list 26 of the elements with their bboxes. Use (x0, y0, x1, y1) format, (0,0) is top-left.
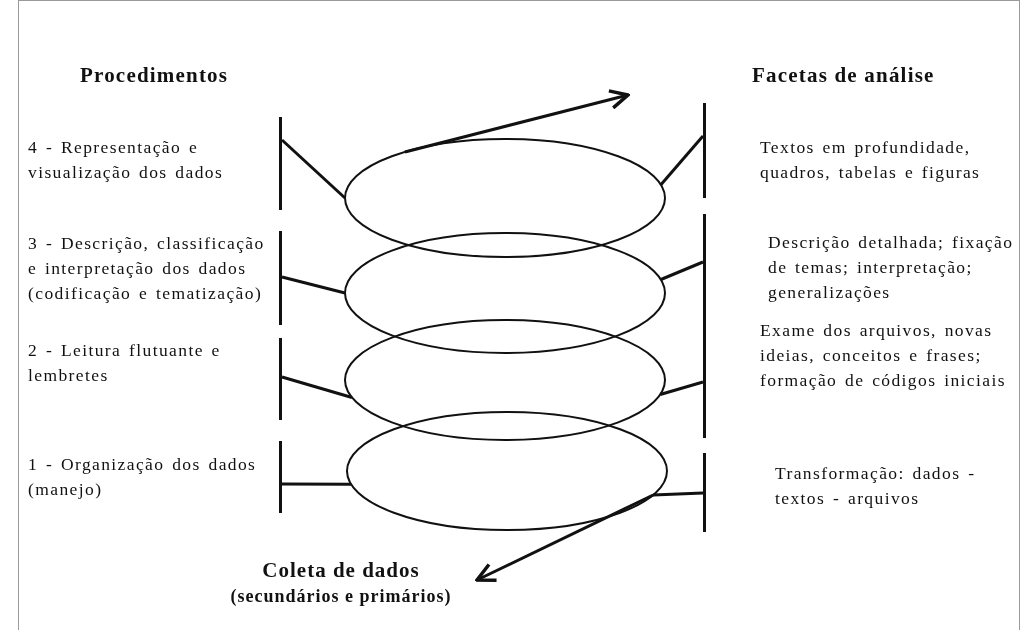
facet-bracket-text: Descrição detalhada; fixação de temas; interpretação; generalizações (703, 214, 1018, 318)
connector-line (659, 380, 704, 396)
arrow (475, 493, 654, 583)
connector-line (281, 138, 346, 200)
ellipse (344, 232, 666, 354)
column-heading: Facetas de análise (752, 62, 935, 88)
ellipse (344, 319, 666, 441)
connector-line (653, 491, 704, 497)
source-text: (secundários e primários) (230, 585, 452, 608)
connector-line (659, 135, 705, 186)
ellipse (344, 138, 666, 258)
procedure-bracket-text: 4 - Representação e visualização dos dados (28, 117, 282, 210)
facet-bracket-text: Transformação: dados - textos - arquivos (703, 453, 985, 532)
arrow (404, 89, 630, 154)
ellipse (346, 411, 668, 531)
source-text: Coleta de dados (262, 557, 420, 583)
connector-line (281, 275, 346, 295)
procedure-bracket-text: 1 - Organização dos dados (manejo) (28, 441, 282, 513)
connector-line (660, 260, 704, 281)
connector-line (281, 375, 353, 399)
facet-bracket-text: Textos em profundidade, quadros, tabelas e figuras (703, 103, 988, 198)
procedure-bracket-text: 3 - Descrição, classificação e interpretação dos dados (codificação e tematização) (28, 231, 282, 325)
connector-line (282, 482, 352, 486)
procedure-bracket-text: 2 - Leitura flutuante e lembretes (28, 338, 282, 420)
facet-bracket-text: Exame dos arquivos, novas ideias, conceitos e frases; formação de códigos iniciais (703, 318, 1018, 438)
column-heading: Procedimentos (80, 62, 229, 88)
